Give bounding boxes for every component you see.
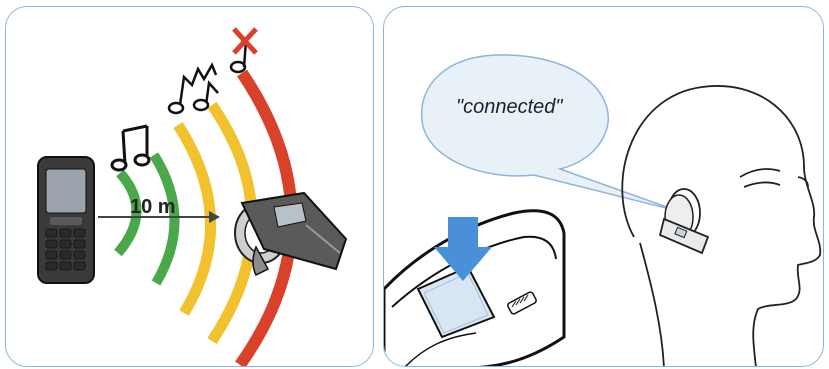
- distance-label: 10 m: [130, 196, 176, 219]
- speech-bubble-text: "connected": [456, 96, 556, 119]
- music-note-icon: [112, 126, 149, 170]
- range-illustration-panel: 10 m: [5, 6, 374, 367]
- signal-arc-yellow-1: [178, 125, 211, 313]
- pairing-illustration: [384, 7, 824, 367]
- headset-closeup-icon: [660, 195, 708, 253]
- phone-icon: [38, 157, 94, 283]
- head-profile-icon: [622, 86, 820, 367]
- distorted-music-icon: [169, 65, 218, 113]
- pairing-illustration-panel: "connected": [383, 6, 824, 367]
- muted-music-icon: [231, 29, 256, 72]
- range-illustration: [6, 7, 374, 367]
- speech-bubble-icon: [422, 55, 678, 211]
- signal-arc-green-2: [154, 155, 175, 283]
